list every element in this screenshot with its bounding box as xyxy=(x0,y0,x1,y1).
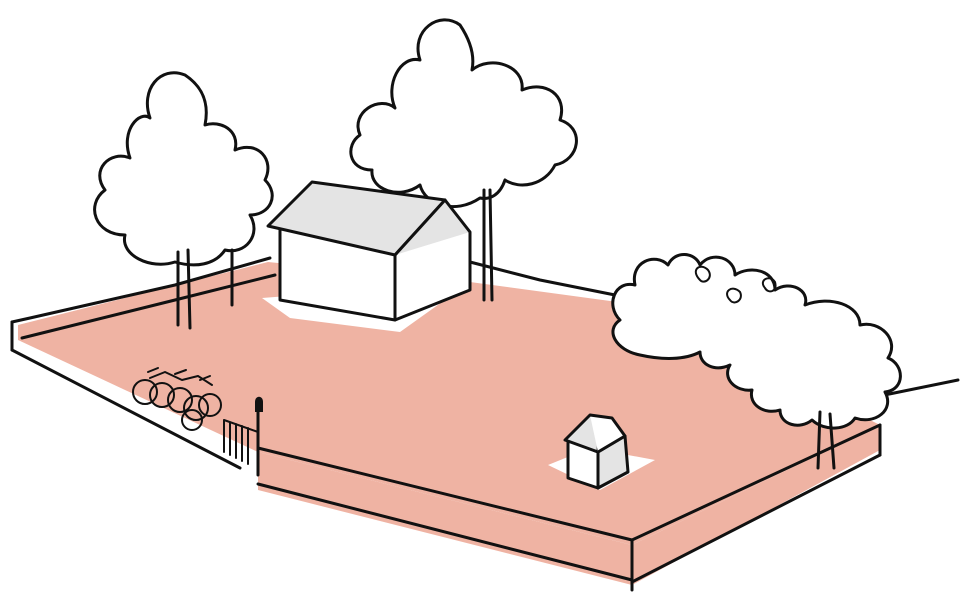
house-icon xyxy=(268,182,470,320)
tree-middle-trunk xyxy=(484,190,492,300)
tree-left-canopy xyxy=(95,73,273,265)
lamp-icon xyxy=(255,397,263,412)
tree-middle-canopy xyxy=(351,20,577,207)
